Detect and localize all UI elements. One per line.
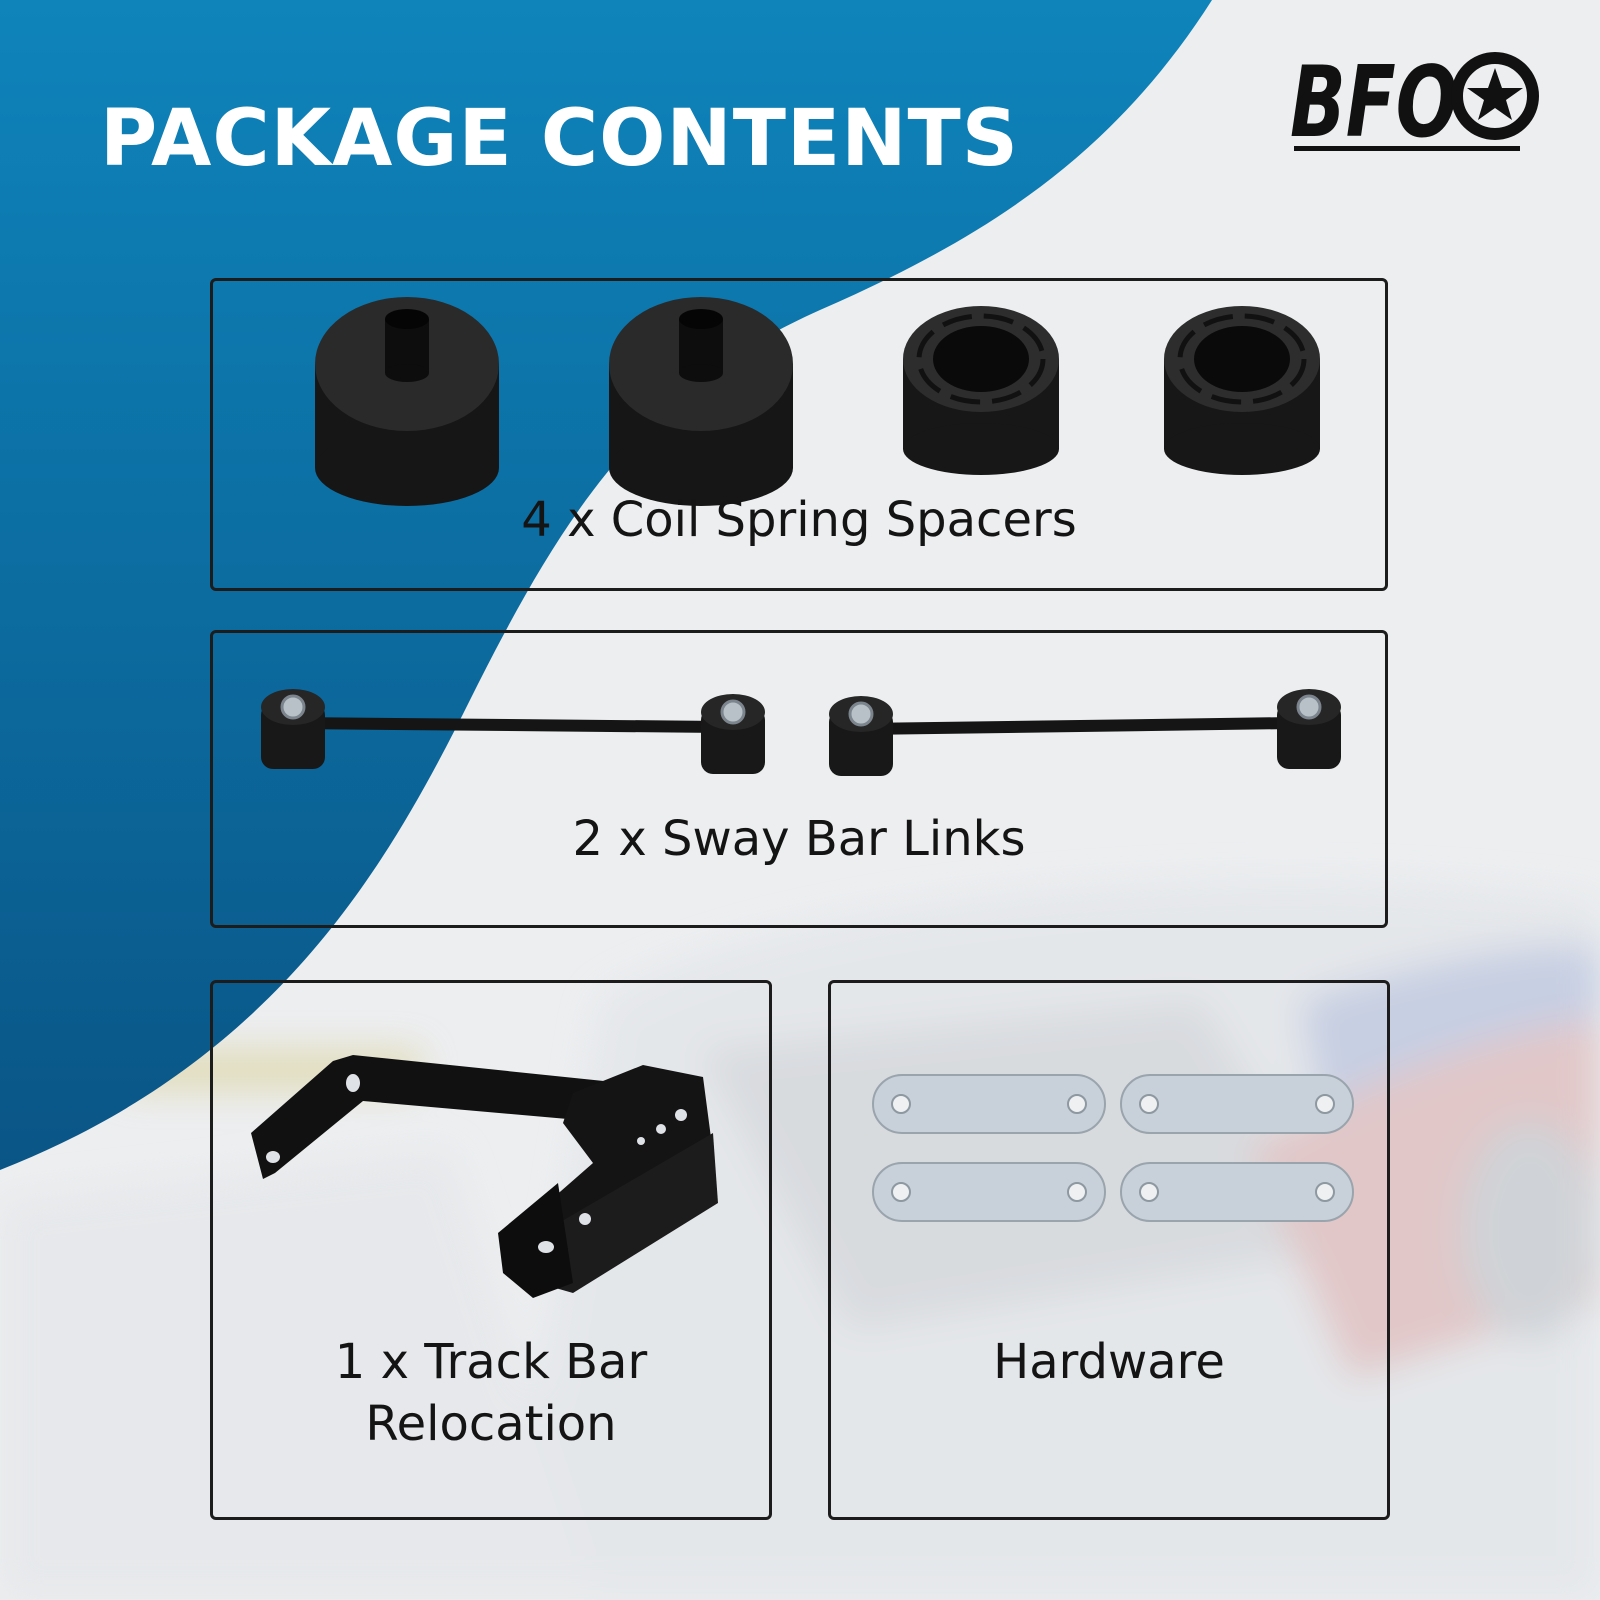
hardware-plate-2 — [1120, 1074, 1354, 1134]
track-bar-relocation-panel: 1 x Track Bar Relocation — [210, 980, 772, 1520]
star-in-wheel-icon — [1451, 52, 1539, 140]
sway-bar-links-panel: 2 x Sway Bar Links — [210, 630, 1388, 928]
track-bar-label: 1 x Track Bar Relocation — [213, 1331, 769, 1456]
coil-spacer-ring-2 — [1164, 306, 1320, 475]
sway-bar-link-2 — [829, 689, 1341, 776]
coil-spacer-ring-1 — [903, 306, 1059, 475]
track-bar-label-line-1: 1 x Track Bar — [334, 1334, 648, 1390]
track-bar-bracket-illustration — [251, 1055, 718, 1298]
sway-bar-links-illustration — [261, 689, 1341, 776]
coil-spring-spacers-panel: 4 x Coil Spring Spacers — [210, 278, 1388, 591]
hardware-plate-4 — [1120, 1162, 1354, 1222]
coil-spacers-illustration — [315, 297, 1320, 506]
page-title: PACKAGE CONTENTS — [100, 94, 1019, 184]
track-bar-bracket — [251, 1055, 718, 1298]
hardware-plate-1 — [872, 1074, 1106, 1134]
hardware-plate-3 — [872, 1162, 1106, 1222]
blue-wave-shape — [0, 0, 1212, 1170]
hardware-label: Hardware — [993, 1334, 1225, 1390]
sway-bar-link-1 — [261, 689, 765, 774]
coil-spacer-cup-1 — [315, 297, 499, 506]
coil-spacer-cup-2 — [609, 297, 793, 506]
brand-name: BFO — [1290, 48, 1458, 158]
hardware-panel: Hardware — [828, 980, 1390, 1520]
coil-spacers-label: 4 x Coil Spring Spacers — [521, 492, 1077, 548]
sway-bar-links-label: 2 x Sway Bar Links — [572, 811, 1026, 867]
hardware-plates-illustration — [872, 1074, 1354, 1222]
brand-logo: BFO — [1290, 48, 1539, 158]
track-bar-label-line-2: Relocation — [365, 1396, 617, 1453]
